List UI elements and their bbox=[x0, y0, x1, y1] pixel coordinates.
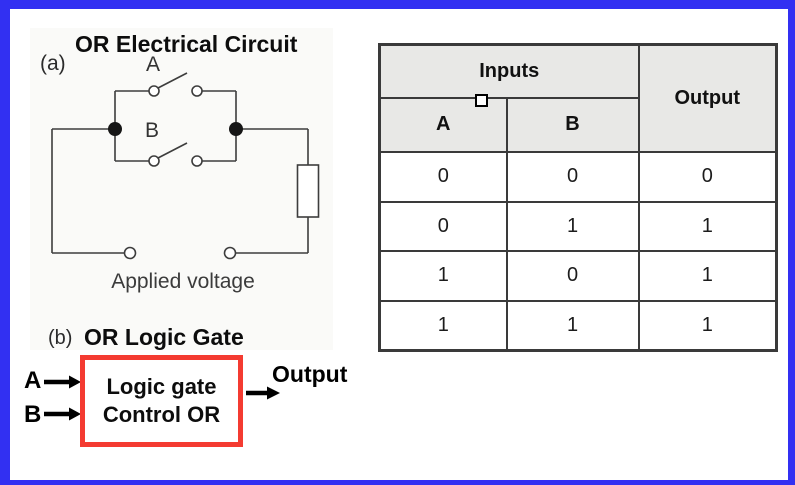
cell-a: 1 bbox=[378, 249, 508, 302]
section-b-marker: (b) bbox=[48, 327, 73, 349]
cell-output: 1 bbox=[637, 299, 778, 352]
table-resize-handle[interactable] bbox=[475, 94, 488, 107]
table-row: 0 0 0 bbox=[378, 150, 778, 203]
gate-output-label: Output bbox=[272, 361, 348, 387]
voltage-terminal-right bbox=[223, 246, 237, 260]
cell-output: 0 bbox=[637, 150, 778, 203]
gate-box-line2: Control OR bbox=[102, 402, 221, 427]
output-header-cell: Output bbox=[637, 43, 778, 153]
cell-b: 0 bbox=[505, 249, 640, 302]
cell-output: 1 bbox=[637, 200, 778, 252]
cell-a: 1 bbox=[378, 299, 508, 352]
switch-a-contact-right bbox=[191, 85, 203, 97]
circuit-title: OR Electrical Circuit bbox=[75, 31, 298, 57]
switch-a-contact-left bbox=[148, 85, 160, 97]
cell-a: 0 bbox=[378, 200, 508, 252]
switch-b-label: B bbox=[145, 119, 159, 142]
section-a-marker: (a) bbox=[40, 52, 66, 75]
truth-table: Inputs Output A B 0 0 0 0 1 1 1 0 1 1 1 … bbox=[378, 43, 778, 352]
table-row: 1 0 1 bbox=[378, 249, 778, 302]
voltage-terminal-left bbox=[123, 246, 137, 260]
table-row: 1 1 1 bbox=[378, 299, 778, 352]
resistor bbox=[296, 164, 320, 218]
col-b-header-cell: B bbox=[505, 96, 640, 153]
input-a-arrow bbox=[44, 375, 81, 389]
cell-b: 1 bbox=[505, 200, 640, 252]
switch-a-label: A bbox=[146, 53, 160, 76]
gate-input-b-label: B bbox=[24, 401, 42, 428]
gate-title: OR Logic Gate bbox=[84, 324, 244, 350]
input-b-arrow bbox=[44, 407, 81, 421]
junction-left-dot bbox=[108, 122, 122, 136]
junction-right-dot bbox=[229, 122, 243, 136]
applied-voltage-label: Applied voltage bbox=[111, 270, 255, 293]
switch-b-contact-right bbox=[191, 155, 203, 167]
table-row: 0 1 1 bbox=[378, 200, 778, 252]
gate-box-line1: Logic gate bbox=[106, 374, 217, 399]
cell-b: 1 bbox=[505, 299, 640, 352]
switch-b-contact-left bbox=[148, 155, 160, 167]
cell-b: 0 bbox=[505, 150, 640, 203]
circuit-wires bbox=[51, 72, 309, 254]
gate-arrows bbox=[44, 375, 280, 421]
inputs-header-cell: Inputs bbox=[378, 43, 640, 99]
cell-output: 1 bbox=[637, 249, 778, 302]
gate-input-a-label: A bbox=[24, 367, 42, 394]
circuit-diagram: A B bbox=[51, 53, 320, 260]
output-arrow bbox=[246, 386, 280, 400]
cell-a: 0 bbox=[378, 150, 508, 203]
logic-gate-box: Logic gate Control OR bbox=[80, 355, 243, 447]
circuit-image-backdrop bbox=[30, 28, 333, 350]
